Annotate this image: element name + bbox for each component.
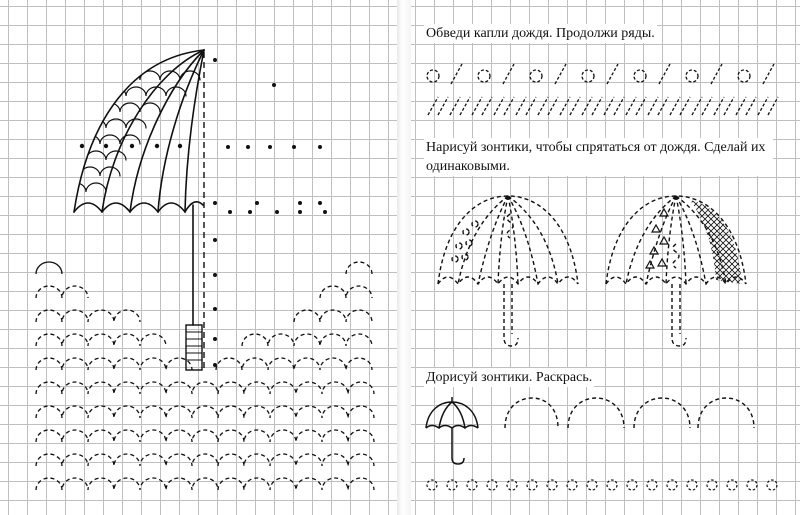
raindrop-trace-row-2 bbox=[427, 96, 779, 116]
canopy-outline bbox=[605, 195, 747, 285]
canopy-hem-scallops bbox=[73, 200, 204, 214]
canopy-rib-3 bbox=[157, 49, 205, 213]
canopy-rib-2 bbox=[129, 49, 205, 213]
circle-decorations bbox=[451, 220, 479, 263]
big-half-umbrella-drawing bbox=[73, 49, 205, 371]
canopy-scallop-pattern bbox=[74, 70, 201, 193]
canopy-outline bbox=[437, 195, 579, 285]
dashed-arc-rows bbox=[35, 261, 375, 491]
dashed-canopy-outlines bbox=[504, 397, 755, 429]
canopy-rib-1 bbox=[101, 49, 205, 213]
crosshatch-fill bbox=[690, 200, 742, 284]
raindrop-arc-rows bbox=[35, 261, 375, 491]
solid-sample-arc bbox=[35, 261, 63, 275]
umbrella-handle bbox=[185, 324, 203, 371]
book-spine bbox=[397, 0, 411, 515]
squiggle-decoration bbox=[506, 213, 514, 239]
squiggle-decoration bbox=[672, 243, 680, 269]
dashed-canopy-2 bbox=[567, 397, 625, 429]
dashed-canopy-4 bbox=[697, 397, 755, 429]
task-instruction-trace-raindrops: Обведи капли дождя. Продолжи ряды. bbox=[424, 24, 657, 43]
canopy-dots bbox=[79, 143, 183, 149]
raindrop-trace-row-1 bbox=[426, 63, 775, 85]
handle-grip-lines bbox=[185, 331, 203, 361]
canopy-outer-edge bbox=[73, 49, 205, 213]
canopy-ribs bbox=[457, 195, 559, 285]
dashed-umbrella-left bbox=[437, 195, 579, 347]
triangle-decorations bbox=[644, 207, 670, 269]
dashed-umbrella-right bbox=[605, 195, 747, 347]
sample-umbrella-icon bbox=[425, 397, 479, 465]
task-instruction-finish-umbrellas: Дорисуй зонтики. Раскрась. bbox=[424, 368, 595, 387]
canopy-rib-4 bbox=[184, 49, 205, 213]
canopy-ribs bbox=[625, 195, 727, 285]
left-page-grid bbox=[0, 0, 397, 515]
dot-guides-left bbox=[213, 58, 327, 367]
dashed-circle-row bbox=[426, 479, 778, 491]
canopy-hem bbox=[437, 276, 579, 286]
task-instruction-draw-umbrellas: Нарисуй зонтики, чтобы спрятаться от дож… bbox=[424, 138, 773, 176]
dashed-canopy-1 bbox=[504, 397, 559, 429]
dashed-canopy-3 bbox=[633, 397, 691, 429]
shaft-and-handle bbox=[671, 284, 687, 347]
shaft-and-handle bbox=[503, 284, 519, 347]
canopy-hem bbox=[605, 276, 747, 286]
